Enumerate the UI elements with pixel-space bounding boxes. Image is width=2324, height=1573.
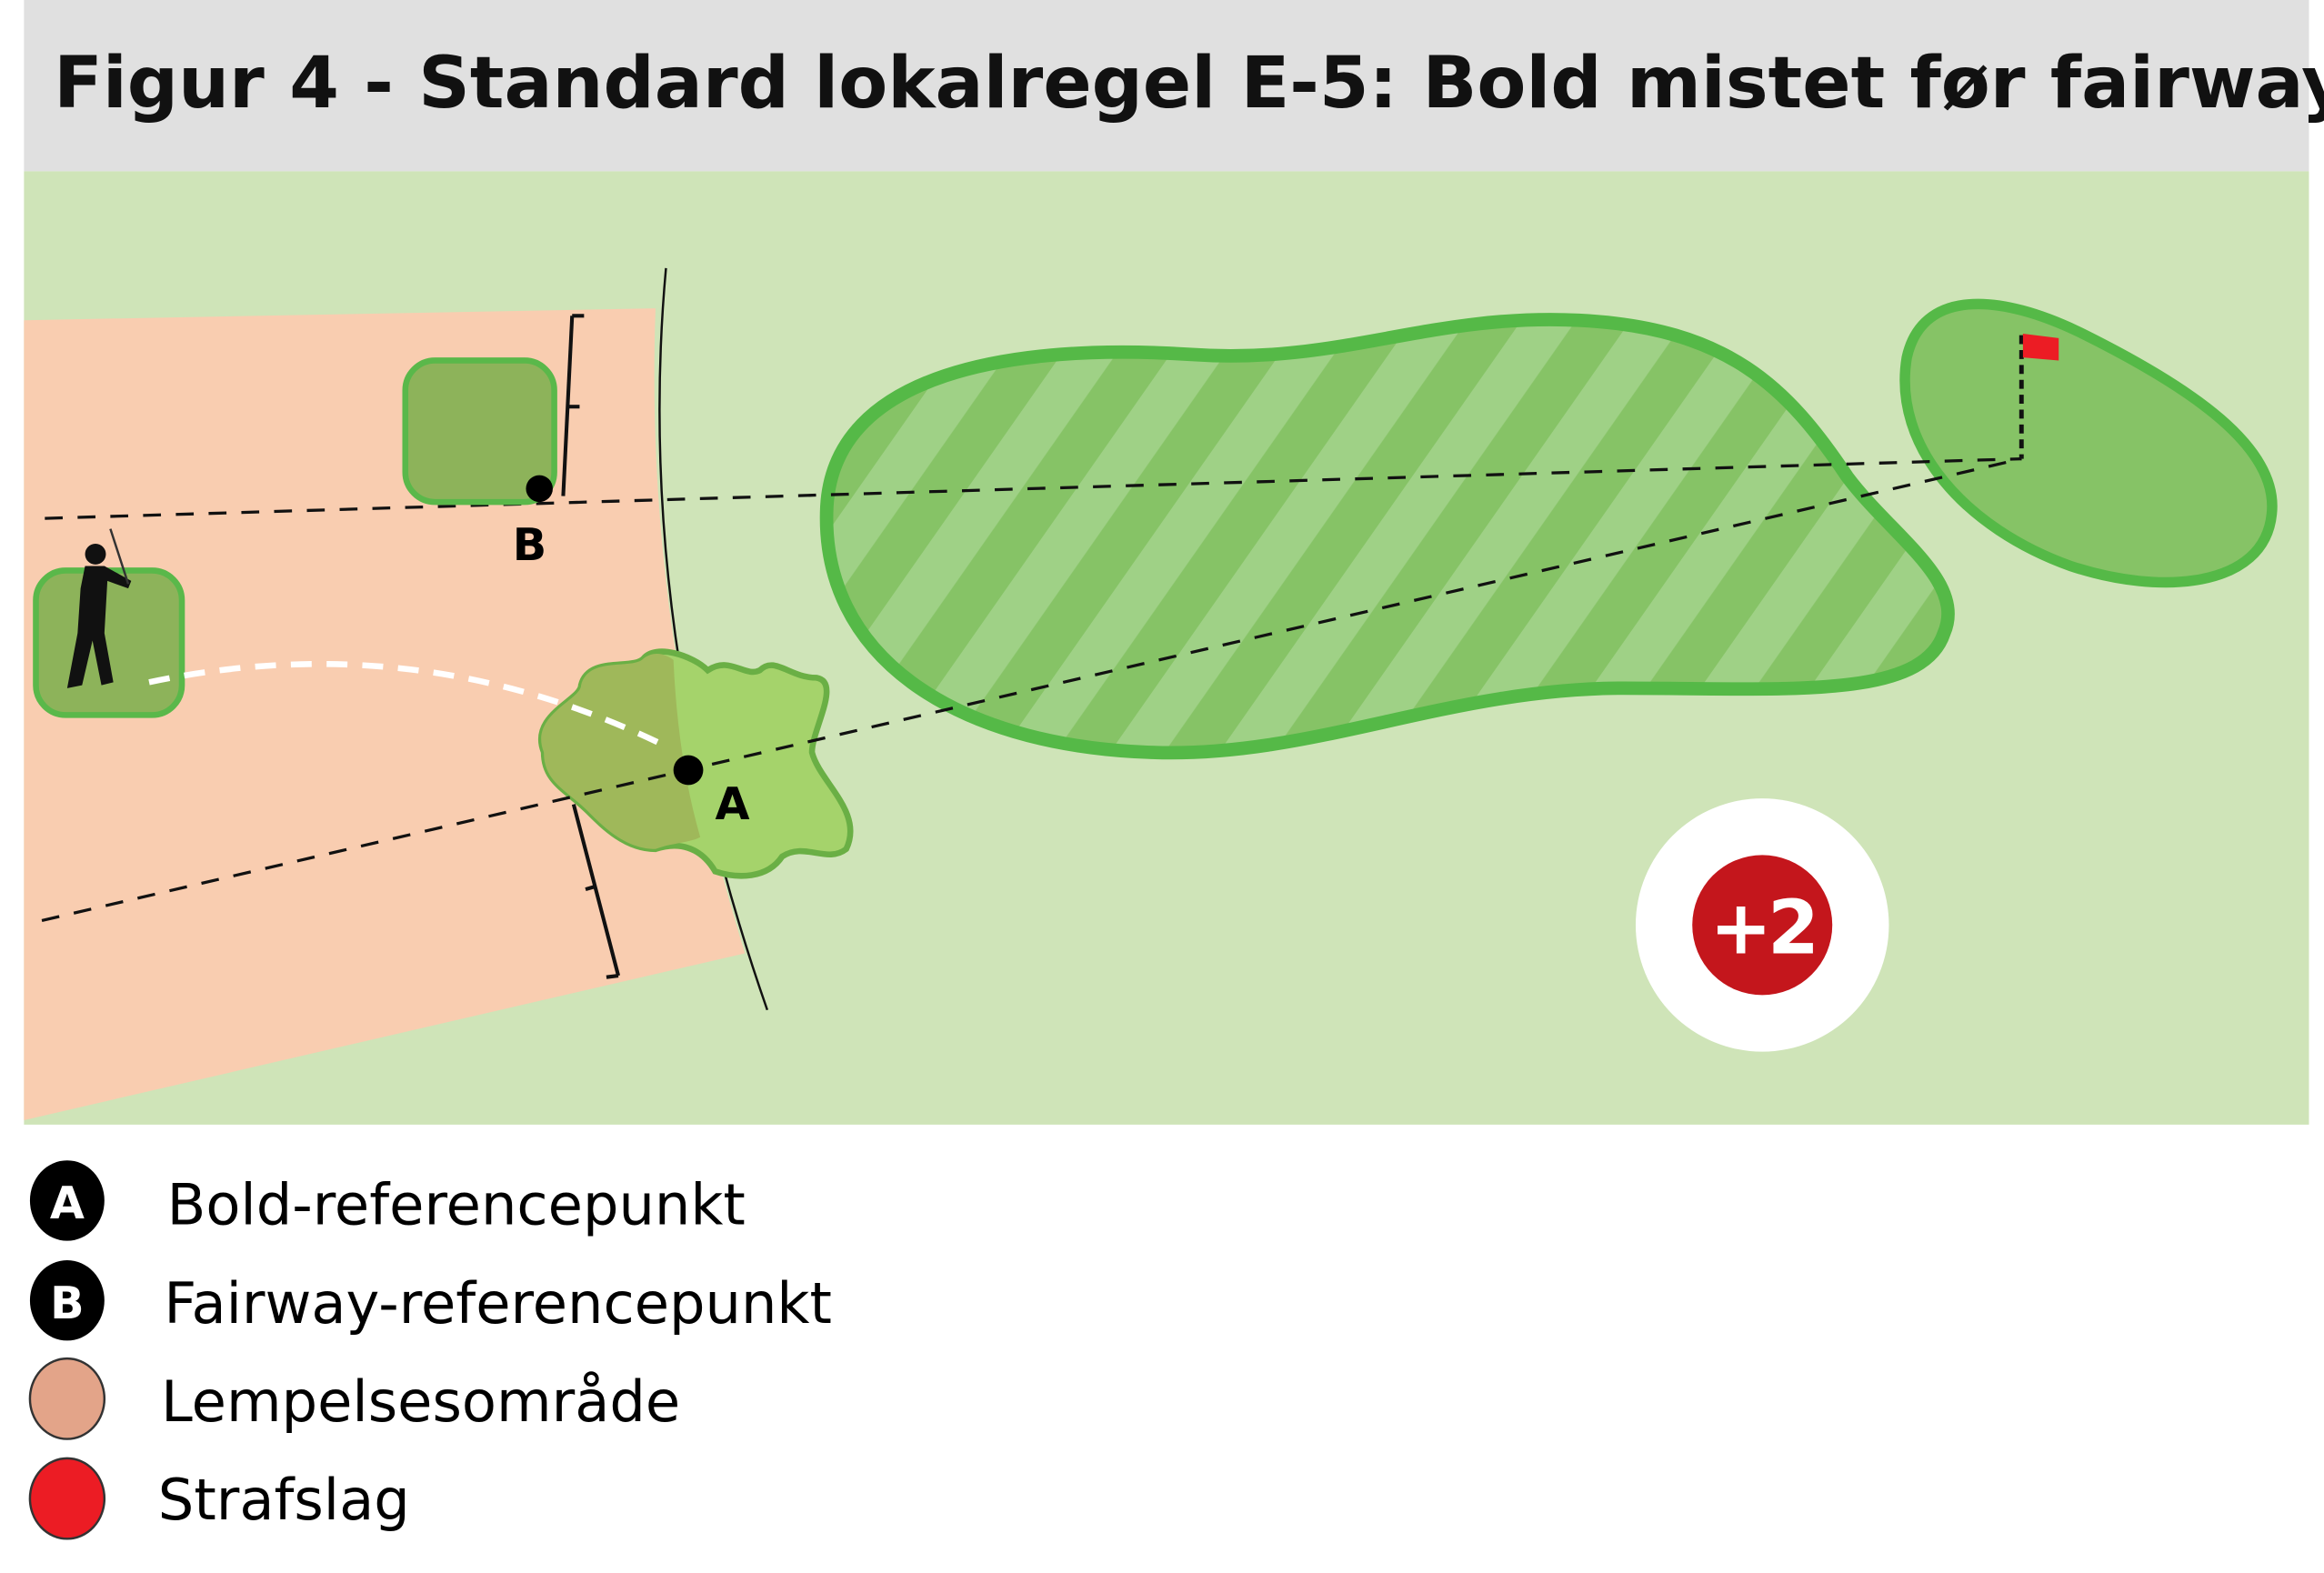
reference-line-a — [41, 456, 2022, 923]
legend-item-penalty: Strafslag — [28, 1457, 410, 1540]
putting-green — [1899, 298, 2278, 588]
legend-label-a: Bold-referencepunkt — [167, 1172, 746, 1238]
bush-in-relief-area — [541, 654, 701, 849]
club-length-marker-b — [561, 314, 585, 496]
legend-symbol-a — [29, 1160, 105, 1241]
point-b-label: B — [513, 518, 546, 571]
point-a-marker — [673, 755, 704, 786]
point-b-marker — [526, 475, 553, 503]
legend-label-b: Fairway-referencepunkt — [164, 1270, 832, 1337]
point-a-label: A — [716, 777, 750, 830]
penalty-badge — [1692, 855, 1833, 996]
relief-area — [24, 308, 746, 1120]
legend-symbol-b — [29, 1259, 105, 1341]
flag-icon — [2022, 333, 2059, 361]
club-length-marker-a — [571, 804, 621, 979]
legend-item-relief-area: Lempelsesområde — [28, 1357, 680, 1440]
legend-symbol-b-text: B — [50, 1277, 84, 1329]
legend: A Bold-referencepunkt B Fairway-referenc… — [28, 1160, 832, 1540]
penalty-label: +2 — [1709, 885, 1815, 971]
legend-symbol-a-text: A — [50, 1177, 85, 1229]
legend-item-a: A Bold-referencepunkt — [29, 1160, 746, 1241]
figure-title: Figur 4 - Standard lokalregel E-5: Bold … — [54, 41, 2324, 125]
legend-label-relief-area: Lempelsesområde — [161, 1368, 680, 1435]
legend-swatch-relief-area — [28, 1357, 106, 1440]
legend-item-b: B Fairway-referencepunkt — [29, 1259, 832, 1341]
legend-swatch-penalty — [28, 1457, 106, 1540]
legend-label-penalty: Strafslag — [158, 1467, 410, 1533]
golfer-icon — [66, 528, 132, 688]
distance-arc — [658, 267, 769, 1011]
fairway-patch-b — [402, 357, 557, 506]
fairway — [819, 313, 1955, 760]
ball-flight-path — [148, 660, 665, 748]
reference-line-b — [45, 456, 2022, 520]
title-bar — [24, 0, 2309, 172]
tee-box — [33, 567, 185, 718]
